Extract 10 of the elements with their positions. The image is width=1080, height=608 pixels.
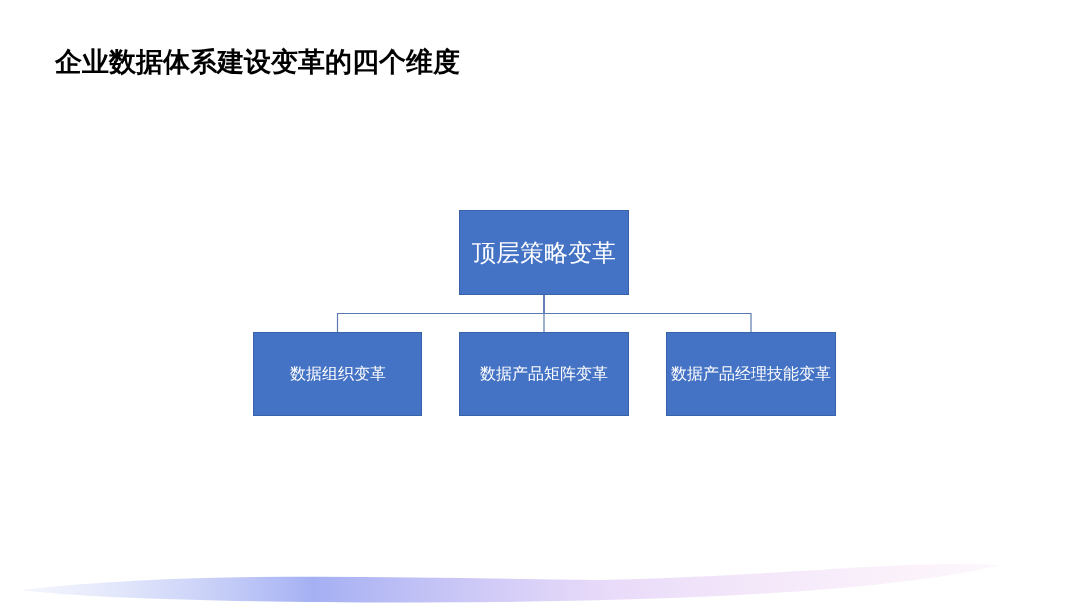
connector-line [543,294,752,333]
process-box [459,210,629,295]
process-box [253,332,422,416]
process-box [459,332,629,416]
slide-title: 企业数据体系建设变革的四个维度 [55,45,460,79]
box-label: 数据组织变革 [289,363,386,385]
box-label: 顶层策略变革 [472,237,616,269]
box-label: 数据产品经理技能变革 [671,363,831,385]
box-label: 数据产品矩阵变革 [480,363,608,385]
process-box [666,332,836,416]
